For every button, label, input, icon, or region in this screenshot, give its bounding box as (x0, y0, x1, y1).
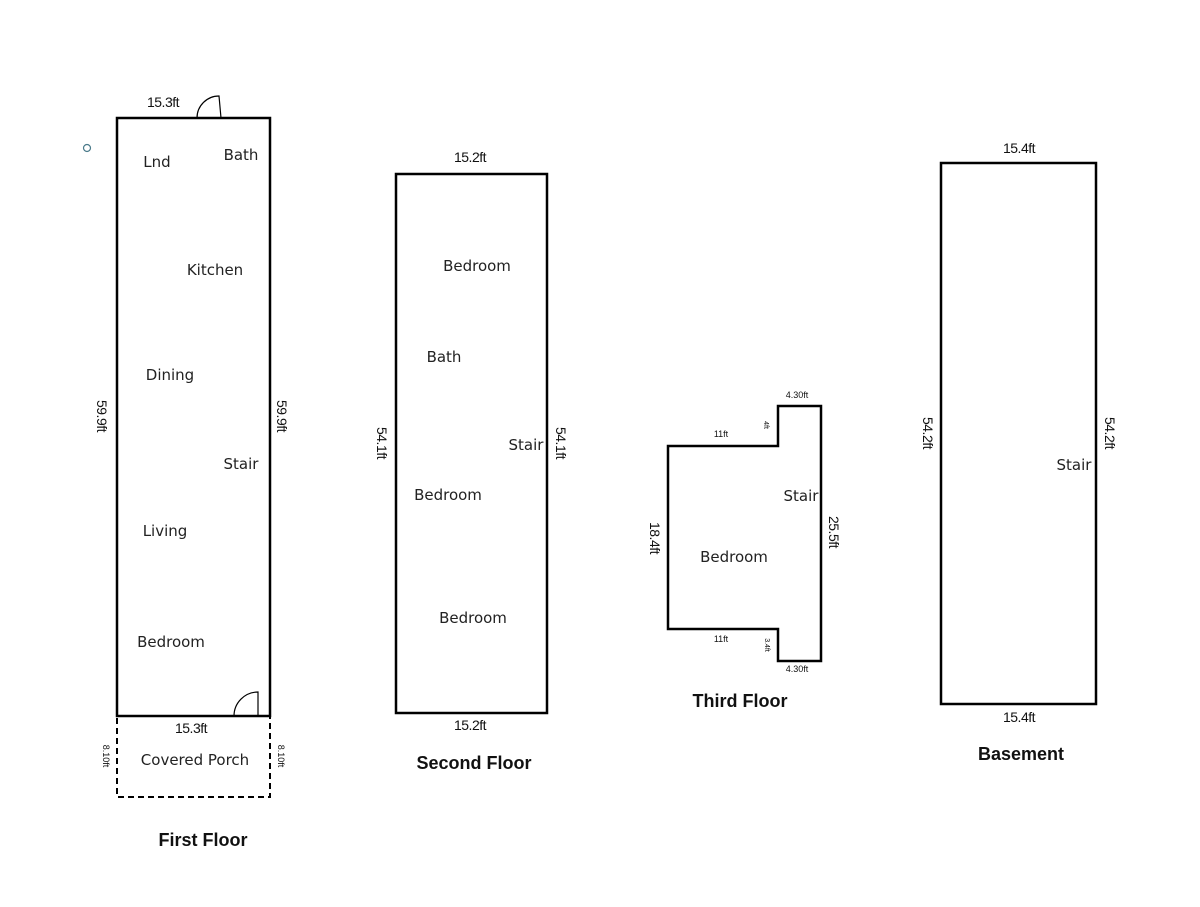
first-floor-outline (115, 116, 272, 718)
second-floor-bottom-dimension: 15.2ft (454, 717, 487, 733)
third-floor-plan: 4.30ft 4.30ft 11ft 11ft 4ft 3.4ft 18.4ft… (647, 390, 842, 711)
second-floor-top-dimension: 15.2ft (454, 149, 487, 165)
room-label-stair: Stair (1057, 456, 1093, 474)
basement-plan: 15.4ft 15.4ft 54.2ft 54.2ft Stair Baseme… (920, 140, 1118, 764)
room-label-stair: Stair (509, 436, 545, 454)
room-label-living: Living (143, 522, 188, 540)
first-floor-bottom-door-icon (233, 691, 259, 717)
basement-outline (939, 161, 1098, 706)
first-floor-plan: 15.3ft 15.3ft 59.9ft 59.9ft Lnd Bath Kit… (82, 94, 290, 850)
room-label-lnd: Lnd (143, 153, 170, 171)
basement-right-dimension: 54.2ft (1102, 417, 1118, 450)
first-floor-title: First Floor (159, 830, 248, 850)
second-floor-outline (394, 172, 549, 715)
third-floor-lower-notch-dimension: 3.4ft (763, 638, 770, 652)
room-label-bedroom: Bedroom (137, 633, 205, 651)
room-label-covered-porch: Covered Porch (141, 751, 249, 769)
third-floor-lower-step-dimension: 11ft (714, 634, 729, 644)
third-floor-right-dimension: 25.5ft (826, 516, 842, 549)
first-floor-left-dimension: 59.9ft (94, 400, 110, 433)
third-floor-upper-step-dimension: 11ft (714, 429, 729, 439)
room-label-stair: Stair (224, 455, 260, 473)
room-label-stair: Stair (784, 487, 820, 505)
basement-top-dimension: 15.4ft (1003, 140, 1036, 156)
room-label-bedroom: Bedroom (700, 548, 768, 566)
first-floor-top-dimension: 15.3ft (147, 94, 180, 110)
second-floor-left-dimension: 54.1ft (374, 427, 390, 460)
room-label-bath: Bath (427, 348, 462, 366)
third-floor-top-right-dimension: 4.30ft (786, 390, 809, 400)
basement-left-dimension: 54.2ft (920, 417, 936, 450)
third-floor-upper-notch-dimension: 4ft (762, 421, 769, 429)
third-floor-outline (666, 404, 823, 663)
first-floor-right-dimension: 59.9ft (274, 400, 290, 433)
room-label-bath: Bath (224, 146, 259, 164)
room-label-dining: Dining (146, 366, 194, 384)
first-floor-bottom-dimension: 15.3ft (175, 720, 208, 736)
third-floor-title: Third Floor (693, 691, 788, 711)
basement-bottom-dimension: 15.4ft (1003, 709, 1036, 725)
third-floor-bottom-right-dimension: 4.30ft (786, 664, 809, 674)
first-floor-top-door-icon (196, 95, 222, 119)
room-label-bedroom: Bedroom (414, 486, 482, 504)
room-label-kitchen: Kitchen (187, 261, 243, 279)
second-floor-plan: 15.2ft 15.2ft 54.1ft 54.1ft Bedroom Bath… (374, 149, 569, 773)
porch-left-dimension: 8.10ft (101, 745, 111, 768)
porch-right-dimension: 8.10ft (276, 745, 286, 768)
basement-title: Basement (978, 744, 1064, 764)
third-floor-left-dimension: 18.4ft (647, 522, 663, 555)
room-label-bedroom: Bedroom (443, 257, 511, 275)
second-floor-title: Second Floor (416, 753, 531, 773)
room-label-bedroom: Bedroom (439, 609, 507, 627)
marker-dot-icon (82, 143, 92, 153)
second-floor-right-dimension: 54.1ft (553, 427, 569, 460)
covered-porch-outline (116, 715, 271, 798)
